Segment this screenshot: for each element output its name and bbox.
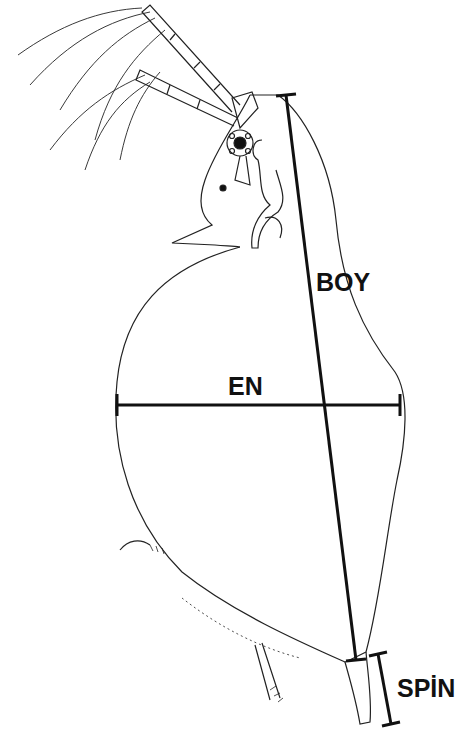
antenna-setae <box>18 8 165 170</box>
spine-label: SPİN <box>397 676 455 701</box>
postabdominal-claw <box>255 643 280 700</box>
ocellus <box>220 185 226 191</box>
tail-spine <box>345 652 371 724</box>
compound-eye <box>227 130 253 185</box>
setae <box>150 545 164 554</box>
antenna <box>136 5 258 128</box>
claw-setae <box>270 686 283 702</box>
marginal-spines <box>182 598 300 658</box>
abdominal-process <box>120 541 150 550</box>
carapace-outline <box>116 95 405 662</box>
head-outline <box>172 95 250 247</box>
length-label: BOY <box>316 270 370 295</box>
gland <box>265 217 282 238</box>
width-label: EN <box>228 374 263 399</box>
measurement-lines <box>117 94 400 726</box>
gut <box>252 140 283 248</box>
